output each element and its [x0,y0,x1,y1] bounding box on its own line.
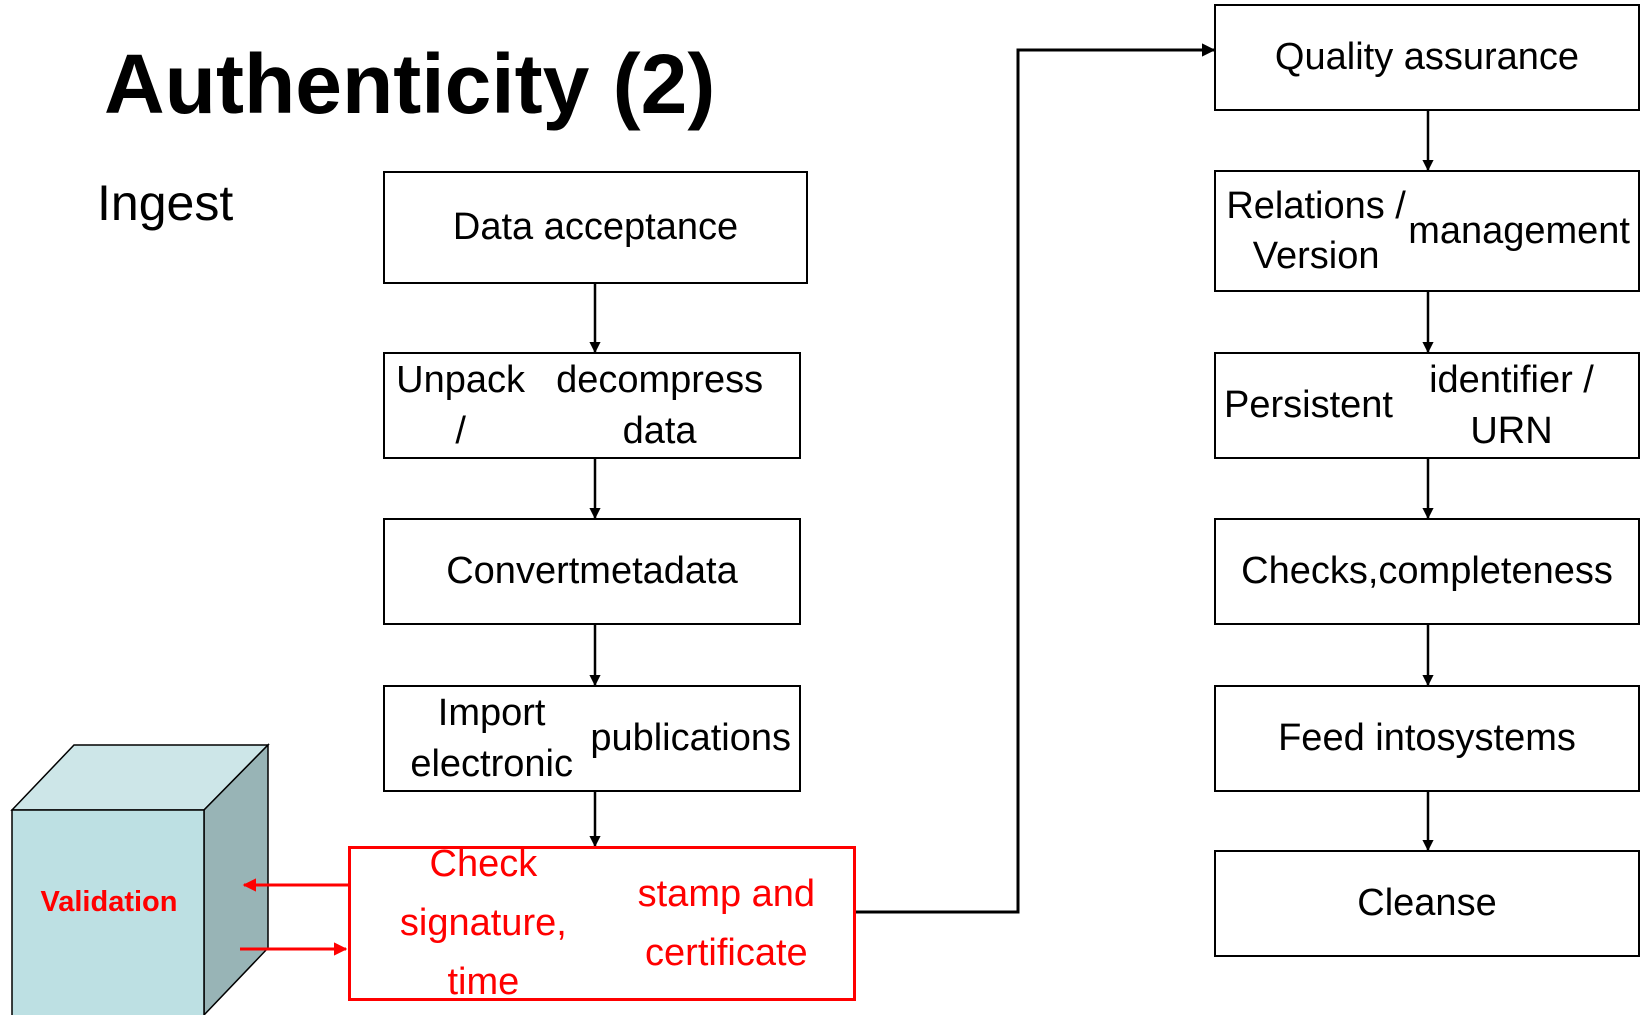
arrow-check-to-quality [856,43,1216,914]
box-line: Check signature, time [399,843,567,1003]
box-check-signature: Check signature, time stamp and certific… [348,843,856,1003]
box-line: metadata [579,550,738,593]
validation-label: Validation [40,886,178,918]
box-line: decompress data [556,359,764,452]
box-line: Relations / Version [1226,184,1406,277]
box-line: systems [1436,717,1576,760]
box-line: Quality assurance [1274,36,1580,79]
box-import-publications: Import electronic publications [383,685,801,792]
box-line: identifier / URN [1429,359,1594,452]
box-checks-completeness: Checks, completeness [1214,518,1640,625]
box-line: Feed into [1278,717,1437,760]
box-cleanse: Cleanse [1214,850,1640,957]
box-line: Convert [446,550,580,593]
cube-front-face [11,809,205,1015]
box-quality-assurance: Quality assurance [1214,4,1640,111]
box-convert-metadata: Convert metadata [383,518,801,625]
box-line: Cleanse [1357,882,1497,925]
box-feed-into-systems: Feed into systems [1214,685,1640,792]
validation-cube [10,743,270,1015]
box-line: management [1408,209,1630,252]
box-line: Data acceptance [452,206,739,249]
box-line: stamp and certificate [637,872,816,974]
box-data-acceptance: Data acceptance [383,171,808,284]
box-relations-version: Relations / Version management [1214,170,1640,292]
box-line: Persistent [1224,384,1393,427]
box-line: Import electronic [410,692,573,785]
box-unpack: Unpack / decompress data [383,352,801,459]
box-persistent-identifier: Persistent identifier / URN [1214,352,1640,459]
box-line: Unpack / [396,359,526,452]
slide-title: Authenticity (2) [104,37,716,131]
box-line: completeness [1378,550,1613,593]
slide-subtitle: Ingest [97,175,234,231]
box-line: Checks, [1241,550,1379,593]
box-line: publications [590,717,791,760]
